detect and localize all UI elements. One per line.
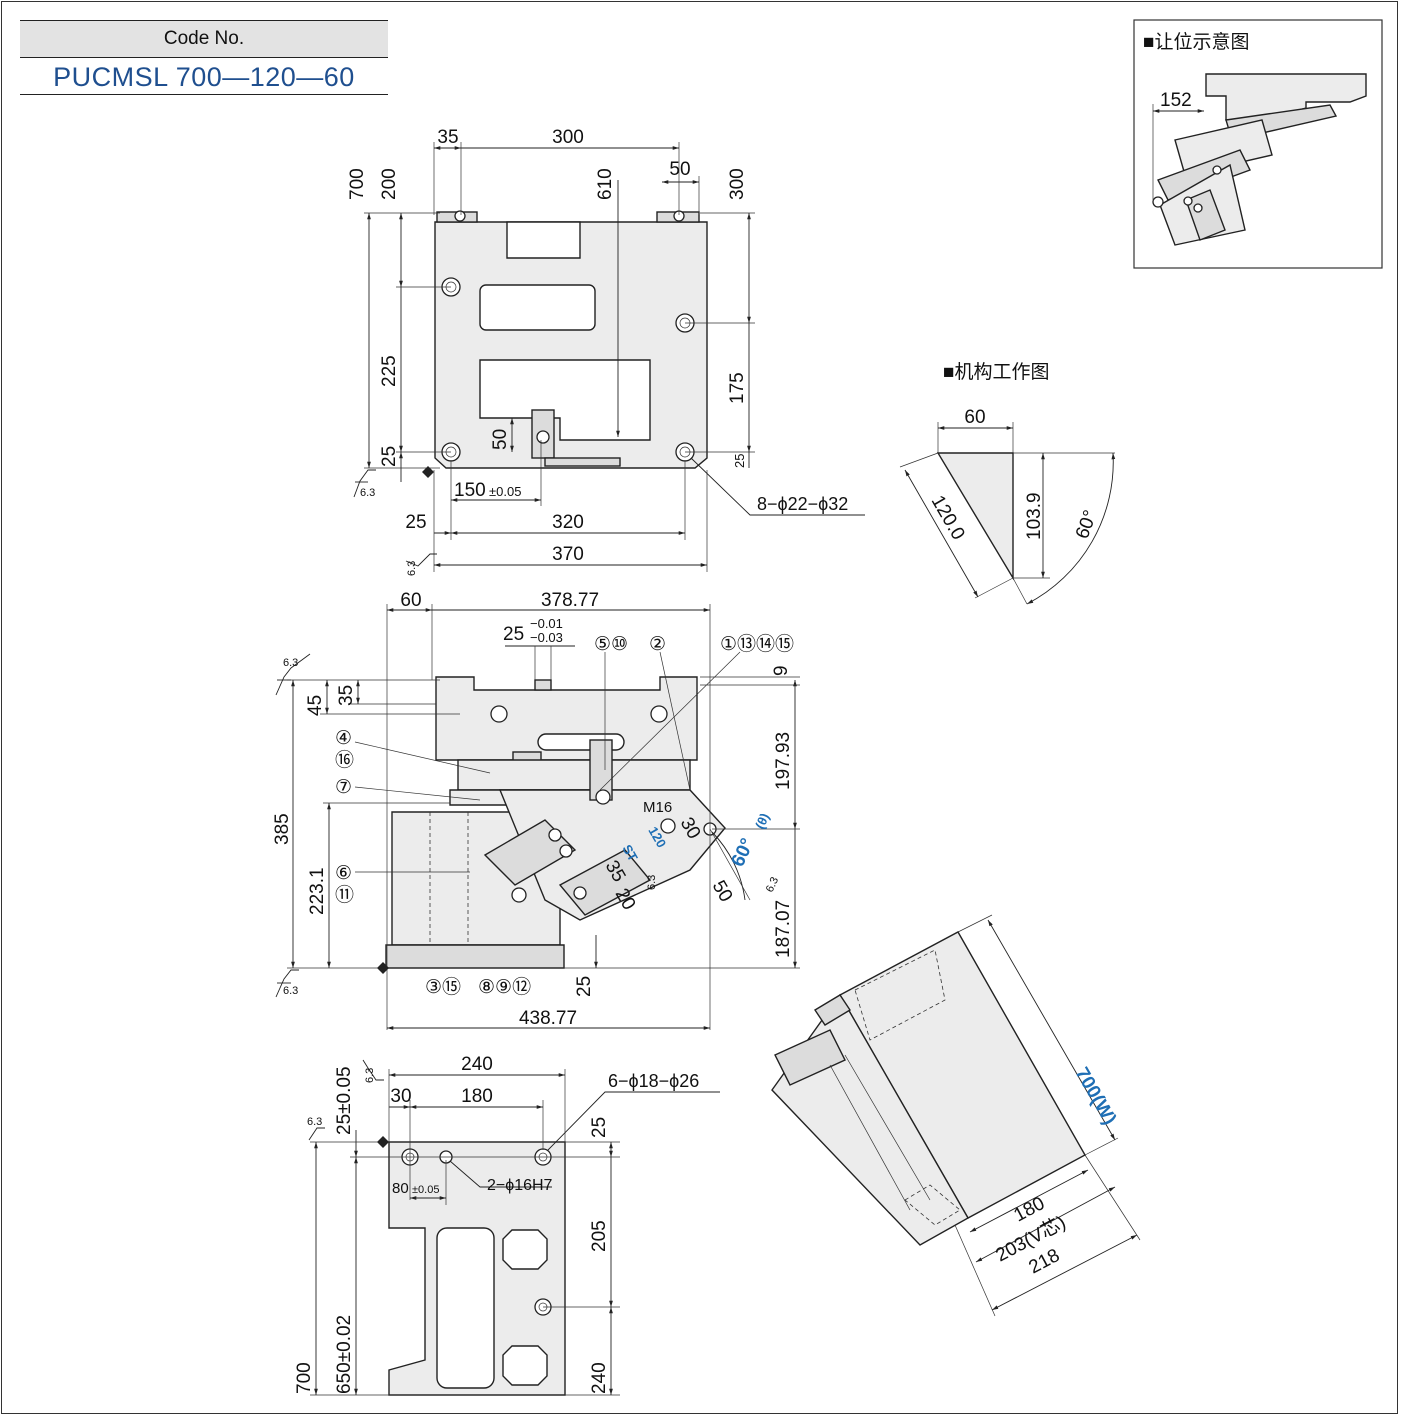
bottom-view: 240 30 180 6−ϕ18−ϕ26 25±0.05 25 80 ±0.05… — [294, 1054, 720, 1396]
dim-25-left: 25 — [379, 446, 400, 467]
inset-dim-152: 152 — [1160, 90, 1192, 111]
holes-note: 6−ϕ18−ϕ26 — [608, 1071, 699, 1091]
inset-title: ■让位示意图 — [1143, 31, 1249, 53]
dim-150-tol: ±0.05 — [489, 484, 521, 499]
dim-205: 205 — [589, 1220, 610, 1252]
holes-note: 8−ϕ22−ϕ32 — [757, 494, 848, 514]
dim-240: 240 — [461, 1054, 493, 1075]
callout-11: ⑪ — [335, 884, 354, 906]
mechanism-title: ■机构工作图 — [943, 361, 1049, 383]
side-view: 60 378.77 25 −0.01 −0.03 9 45 35 197.93 … — [272, 590, 800, 1030]
tol-upper: −0.01 — [530, 616, 563, 631]
callout-3-15: ③⑮ — [425, 976, 461, 998]
tol-lower: −0.03 — [530, 630, 563, 645]
dim-225: 225 — [379, 355, 400, 387]
callout-6: ⑥ — [335, 863, 352, 884]
dim-25-tol: 25±0.05 — [334, 1066, 355, 1135]
callout-2: ② — [649, 634, 666, 655]
thread-m16: M16 — [643, 799, 672, 816]
dim-438-77: 438.77 — [519, 1008, 577, 1029]
roughness-side-3: 6.3 — [646, 875, 658, 890]
dim-175: 175 — [727, 372, 748, 404]
dim-378-77: 378.77 — [541, 590, 599, 611]
dim-370: 370 — [552, 544, 584, 565]
stroke-label: ST — [619, 842, 640, 864]
roughness-bottom-2: 6.3 — [364, 1068, 376, 1083]
dim-240-bottom: 240 — [589, 1362, 610, 1394]
dim-25-key: 25 — [503, 624, 524, 645]
code-number: PUCMSL 700—120—60 — [20, 58, 388, 95]
dim-45: 45 — [305, 695, 326, 716]
callout-16: ⑯ — [335, 749, 354, 771]
clearance-inset: ■让位示意图 152 — [1133, 19, 1383, 269]
dim-320: 320 — [552, 512, 584, 533]
dim-650-tol: 650±0.02 — [334, 1315, 355, 1394]
dim-385: 385 — [272, 813, 293, 845]
dim-9: 9 — [771, 665, 792, 676]
dim-150: 150 — [454, 480, 486, 501]
iso-view: 700(W) 180 203(V芯) 218 — [771, 914, 1141, 1317]
roughness-side-2: 6.3 — [283, 985, 298, 997]
roughness-side-1: 6.3 — [283, 657, 298, 669]
roughness-top-1: 6.3 — [360, 487, 375, 499]
dim-35: 35 — [336, 685, 357, 706]
dim-200: 200 — [379, 168, 400, 200]
angle-theta: (θ) — [752, 811, 772, 832]
roughness-top-2: 6.3 — [406, 561, 418, 576]
dim-187-07: 187.07 — [773, 900, 794, 958]
callout-1-13-14-15: ①⑬⑭⑮ — [720, 633, 794, 655]
roughness-bottom-1: 6.3 — [307, 1116, 322, 1128]
dim-25-bottom: 25 — [574, 976, 595, 997]
mech-dim-60: 60 — [964, 407, 985, 428]
dim-25: 25 — [589, 1117, 610, 1138]
pins-note: 2−ϕ16H7 — [487, 1177, 553, 1194]
dim-700: 700 — [347, 168, 368, 200]
dim-610: 610 — [595, 168, 616, 200]
dim-300-right: 300 — [727, 168, 748, 200]
dim-197-93: 197.93 — [773, 732, 794, 790]
dim-223-1: 223.1 — [307, 867, 328, 915]
angle-60: 60° — [727, 835, 758, 870]
dim-300: 300 — [552, 127, 584, 148]
callout-4: ④ — [335, 728, 352, 749]
dim-700: 700 — [294, 1362, 315, 1394]
dim-80-tol: ±0.05 — [412, 1184, 439, 1196]
dim-50: 50 — [708, 877, 737, 906]
dim-80: 80 — [392, 1180, 409, 1197]
dim-25-right: 25 — [732, 454, 747, 468]
dim-50: 50 — [669, 159, 690, 180]
callout-8-9-12: ⑧⑨⑫ — [478, 976, 531, 998]
dim-60: 60 — [400, 590, 421, 611]
dim-30: 30 — [390, 1086, 411, 1107]
mech-angle-60: 60° — [1072, 508, 1102, 542]
callout-5-10: ⑤⑩ — [594, 634, 628, 655]
dim-25-bottom: 25 — [405, 512, 426, 533]
mechanism-view: ■机构工作图 60 120.0 103.9 60° — [899, 361, 1116, 605]
iso-dim-700w: 700(W) — [1071, 1064, 1120, 1128]
code-label: Code No. — [20, 20, 388, 58]
mech-dim-103-9: 103.9 — [1024, 492, 1045, 540]
dim-35: 35 — [437, 127, 458, 148]
dim-50-slot: 50 — [490, 429, 511, 450]
code-box: Code No. PUCMSL 700—120—60 — [20, 20, 388, 95]
top-view: 35 300 50 610 700 200 300 225 175 50 25 … — [347, 127, 865, 576]
roughness-side-4: 6.3 — [764, 875, 781, 894]
callout-7: ⑦ — [335, 777, 352, 798]
dim-180: 180 — [461, 1086, 493, 1107]
